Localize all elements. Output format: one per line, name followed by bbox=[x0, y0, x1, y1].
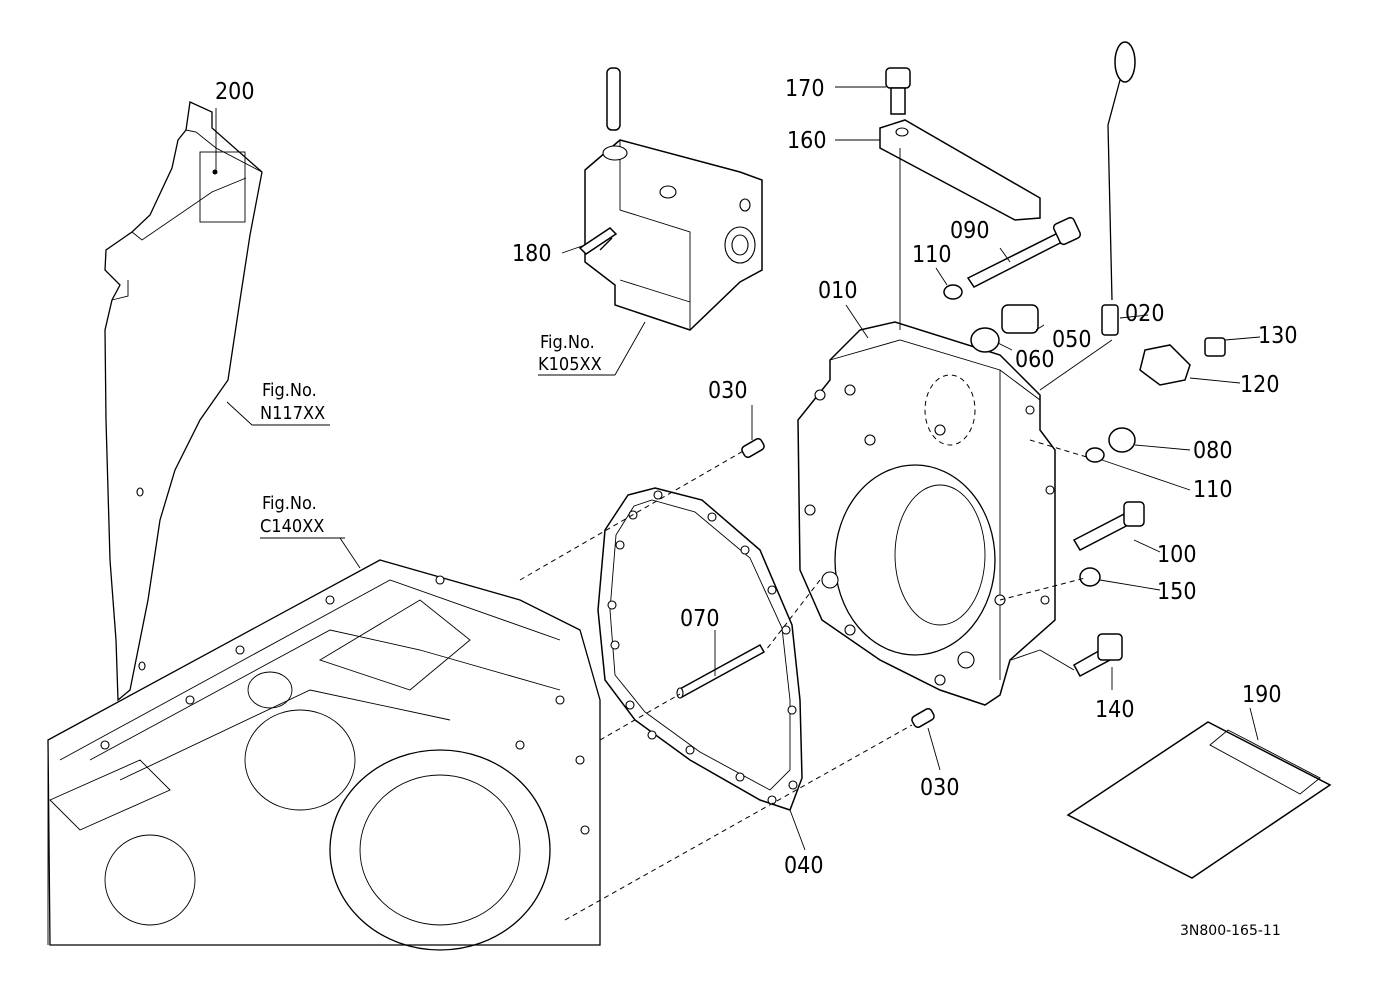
part-label-140: 130 bbox=[1258, 323, 1298, 349]
fig-ref-k105xx-line2: K105XX bbox=[538, 354, 602, 375]
washer-110-lower-drawing bbox=[1085, 447, 1105, 463]
part-label-110-lower: 110 bbox=[1193, 477, 1233, 503]
part-label-040: 040 bbox=[784, 853, 824, 879]
bolt-170-drawing bbox=[885, 67, 911, 115]
plug-140-drawing bbox=[1204, 337, 1226, 357]
pin-upper-drawing bbox=[741, 438, 765, 458]
part-label-070: 070 bbox=[680, 606, 720, 632]
part-label-170: 170 bbox=[785, 76, 825, 102]
dipstick-drawing bbox=[1101, 41, 1136, 336]
part-label-020: 020 bbox=[1125, 301, 1165, 327]
part-label-190: 190 bbox=[1242, 682, 1282, 708]
part-label-200: 200 bbox=[215, 79, 255, 105]
part-label-160: 160 bbox=[787, 128, 827, 154]
pin-lower-drawing bbox=[911, 708, 935, 728]
part-label-120: 140 bbox=[1095, 697, 1135, 723]
seal-060-drawing bbox=[970, 327, 1000, 353]
part-label-110-upper: 110 bbox=[912, 242, 952, 268]
leader-lines bbox=[215, 86, 1261, 921]
fig-ref-n117xx-line1: Fig.No. bbox=[262, 380, 317, 401]
part-label-100: 100 bbox=[1157, 542, 1197, 568]
part-label-180: 180 bbox=[512, 241, 552, 267]
part-label-060: 060 bbox=[1015, 347, 1055, 373]
part-label-010: 010 bbox=[818, 278, 858, 304]
bolt-090-drawing bbox=[966, 216, 1082, 288]
gasket-drawing bbox=[597, 487, 803, 811]
fig-ref-n117xx-line2: N117XX bbox=[260, 403, 325, 424]
label-sheet-drawing bbox=[1066, 721, 1332, 879]
washer-110-upper-drawing bbox=[943, 284, 963, 300]
transmission-case-drawing bbox=[47, 559, 601, 951]
plug-050-drawing bbox=[1001, 304, 1039, 334]
plate-160-drawing bbox=[879, 119, 1041, 221]
bolt-120-drawing bbox=[1072, 633, 1123, 678]
part-label-090: 090 bbox=[950, 218, 990, 244]
fig-ref-k105xx-line1: Fig.No. bbox=[540, 332, 595, 353]
case-drawing bbox=[797, 321, 1056, 706]
nut-080-drawing bbox=[1108, 427, 1136, 453]
plug-150-drawing bbox=[1079, 567, 1101, 587]
cover-130-drawing bbox=[1139, 344, 1191, 386]
part-label-030-upper: 030 bbox=[708, 378, 748, 404]
drawing-code: 3N800-165-11 bbox=[1180, 923, 1281, 939]
part-label-080: 080 bbox=[1193, 438, 1233, 464]
part-label-050: 050 bbox=[1052, 327, 1092, 353]
fig-ref-c140xx-line2: C140XX bbox=[260, 516, 324, 537]
hydraulic-block-drawing bbox=[578, 67, 763, 331]
part-label-130: 120 bbox=[1240, 372, 1280, 398]
bolt-100-drawing bbox=[1072, 501, 1145, 551]
side-panel-drawing bbox=[104, 101, 263, 702]
stud-drawing bbox=[676, 643, 766, 699]
fig-ref-c140xx-line1: Fig.No. bbox=[262, 493, 317, 514]
part-label-030-lower: 030 bbox=[920, 775, 960, 801]
part-label-150: 150 bbox=[1157, 579, 1197, 605]
